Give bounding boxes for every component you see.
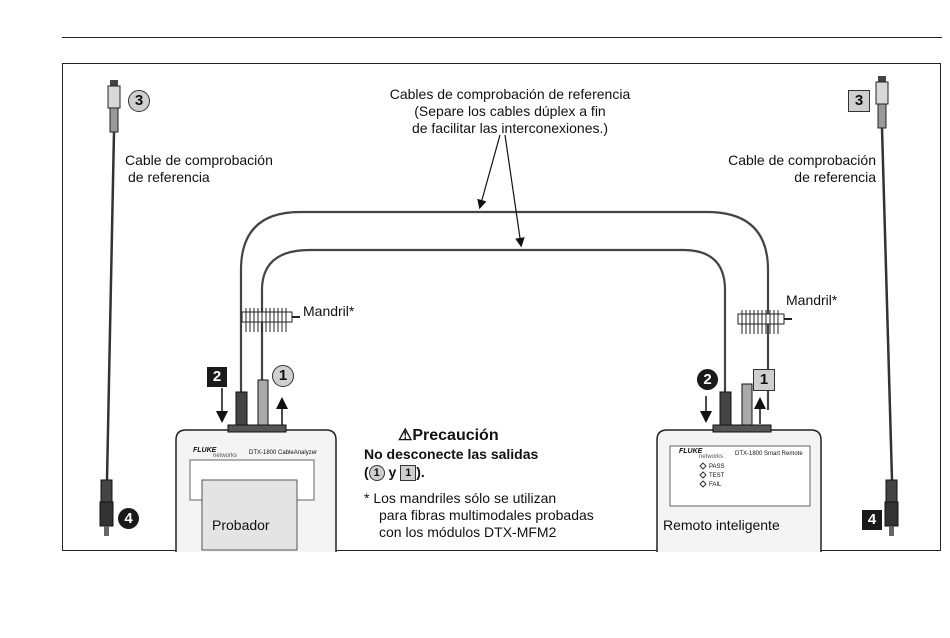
right-cable-label: Cable de comprobación de referencia [690, 152, 876, 186]
led-test-label: TEST [709, 473, 725, 479]
caution-heading: ⚠Precaución [398, 427, 499, 444]
footnote-line2: para fibras multimodales probadas [379, 507, 594, 523]
ref-cables-note-1: (Separe los cables dúplex a fin [414, 103, 606, 119]
caution-close: ). [416, 464, 425, 480]
ref-cables-title: Cables de comprobación de referencia [389, 86, 631, 102]
right-mandrel [737, 310, 792, 334]
caution-ref-square: 1 [400, 465, 417, 481]
footnote-star: * [364, 490, 370, 506]
caution-line1: No desconecte las salidas [364, 446, 539, 462]
left-mandrel [241, 308, 300, 332]
remote-sub: networks [699, 454, 724, 460]
marker-tester-in: 2 [207, 367, 227, 387]
top-rule [62, 37, 942, 38]
footnote-line3: con los módulos DTX-MFM2 [379, 524, 557, 540]
figure-frame [62, 63, 941, 551]
mandrel-right-label: Mandril* [786, 292, 838, 308]
footnote: * Los mandriles sólo se utilizan para fi… [364, 490, 594, 541]
tester-model: DTX-1800 CableAnalyzer [249, 450, 318, 456]
tester-sub: networks [213, 453, 238, 459]
remote-connectors [700, 383, 766, 427]
left-cable-label-line1: Cable de comprobación [125, 152, 273, 168]
right-reference-cable [875, 76, 899, 536]
ref-cables-label: Cables de comprobación de referencia (Se… [360, 86, 660, 137]
marker-remote-out: 1 [753, 369, 775, 391]
marker-tester-out: 1 [272, 365, 294, 387]
caution-open: ( [364, 464, 369, 480]
right-cable-label-line2: de referencia [794, 169, 876, 185]
led-pass-label: PASS [709, 464, 725, 470]
footnote-line1: Los mandriles sólo se utilizan [373, 490, 557, 506]
inner-reference-cable [260, 248, 727, 410]
caution-line2: (1 y 1). [364, 464, 425, 481]
right-cable-label-line1: Cable de comprobación [728, 152, 876, 168]
marker-right-bottom: 4 [862, 510, 882, 530]
tester-device [175, 424, 337, 552]
marker-left-bottom: 4 [118, 508, 139, 529]
tester-label: Probador [212, 517, 270, 533]
caution-title: Precaución [412, 427, 499, 444]
outer-reference-cable [239, 210, 770, 410]
ref-cables-note-2: de facilitar las interconexiones.) [411, 120, 609, 136]
tester-brand: FLUKE [193, 447, 217, 454]
caution-ref-circle: 1 [368, 465, 385, 481]
caution-and: y [384, 464, 401, 480]
warning-icon: ⚠ [398, 427, 413, 444]
remote-model: DTX-1800 Smart Remote [735, 451, 803, 457]
remote-device [656, 424, 822, 552]
marker-left-top: 3 [128, 90, 150, 112]
led-fail-label: FAIL [709, 482, 722, 488]
remote-label: Remoto inteligente [663, 517, 780, 533]
left-reference-cable [99, 80, 121, 536]
left-cable-label-line2: de referencia [128, 169, 210, 185]
marker-remote-in: 2 [697, 369, 718, 390]
mandrel-left-label: Mandril* [303, 303, 355, 319]
left-cable-label: Cable de comprobación de referencia [125, 152, 273, 186]
marker-right-top: 3 [848, 90, 870, 112]
remote-brand: FLUKE [679, 448, 703, 455]
